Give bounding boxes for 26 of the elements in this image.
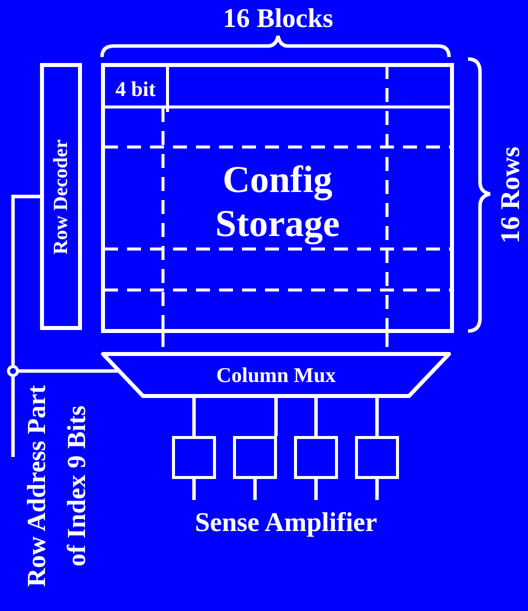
connector-line [192, 479, 196, 500]
sense-amplifier-box [355, 436, 399, 479]
connector-line [11, 377, 15, 457]
connector-line [375, 479, 379, 500]
column-mux-label: Column Mux [216, 364, 336, 386]
column-mux-trapezoid [103, 353, 449, 397]
connector-line [253, 479, 257, 500]
sense-amplifier-box [172, 436, 216, 479]
connector-line [375, 397, 379, 436]
connector-line [274, 397, 278, 436]
storage-label: Config Storage [214, 158, 341, 246]
cell-label: 4 bit [115, 79, 156, 100]
signal-label: Row Address Part of Index 9 Bits [21, 384, 92, 589]
connector-line [314, 397, 318, 436]
sense-amplifier-box [233, 436, 277, 479]
dimension-label: 16 Rows [494, 146, 526, 244]
row-decoder-box [40, 63, 82, 330]
dimension-label: 16 Blocks [222, 2, 334, 34]
connector-line [11, 194, 40, 365]
storage-array-box [101, 63, 454, 333]
connector-line [314, 479, 318, 500]
connector-line [19, 369, 120, 373]
component-label: Sense Amplifier [194, 506, 378, 538]
row-decoder-label: Row Decoder [49, 139, 73, 254]
sense-amplifier-box [294, 436, 338, 479]
connector-line [192, 397, 196, 436]
